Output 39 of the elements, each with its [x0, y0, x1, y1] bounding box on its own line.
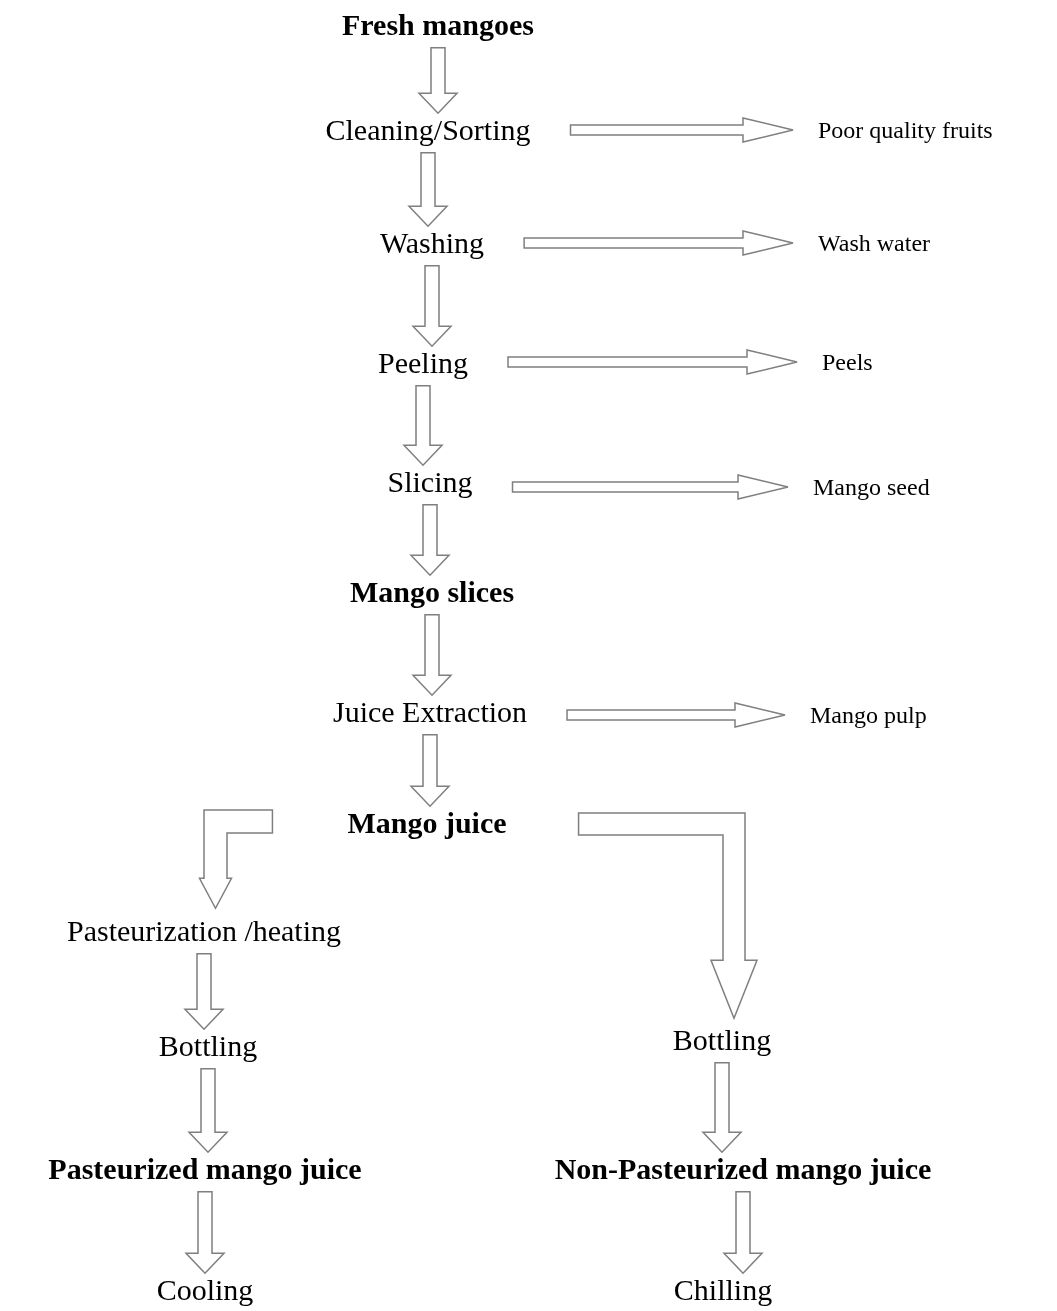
byproduct-label: Poor quality fruits: [818, 115, 993, 145]
step-label: Slicing: [387, 463, 473, 501]
block-arrow: [183, 953, 225, 1031]
block-arrow: [411, 614, 453, 697]
step-label: Bottling: [672, 1021, 772, 1059]
step-label: Chilling: [673, 1271, 773, 1309]
byproduct-label: Peels: [822, 347, 873, 377]
product-label: Mango juice: [347, 804, 507, 842]
block-arrow: [507, 349, 798, 375]
step-label: Washing: [379, 224, 485, 262]
block-arrow: [577, 812, 759, 1021]
block-arrow: [566, 702, 786, 728]
block-arrow: [523, 230, 794, 256]
block-arrow: [409, 504, 451, 577]
block-arrow: [701, 1062, 743, 1154]
block-arrow: [184, 1191, 226, 1275]
step-label: Juice Extraction: [332, 693, 528, 731]
step-label: Pasteurization /heating: [66, 912, 342, 950]
product-label: Non-Pasteurized mango juice: [554, 1150, 932, 1188]
block-arrow: [722, 1191, 764, 1275]
step-label: Peeling: [378, 344, 468, 382]
product-label: Fresh mangoes: [342, 6, 534, 44]
block-arrow: [417, 47, 459, 115]
step-label: Bottling: [158, 1027, 258, 1065]
byproduct-label: Wash water: [818, 228, 931, 258]
byproduct-label: Mango seed: [813, 472, 930, 502]
block-arrow: [569, 117, 794, 143]
product-label: Pasteurized mango juice: [48, 1150, 362, 1188]
step-label: Cooling: [156, 1271, 254, 1309]
block-arrow: [198, 809, 274, 910]
block-arrow: [511, 474, 789, 500]
step-label: Cleaning/Sorting: [325, 111, 531, 149]
block-arrow: [187, 1068, 229, 1154]
block-arrow: [402, 385, 444, 467]
block-arrow: [409, 734, 451, 808]
product-label: Mango slices: [349, 573, 515, 611]
block-arrow: [411, 265, 453, 348]
block-arrow: [407, 152, 449, 228]
byproduct-label: Mango pulp: [810, 700, 927, 730]
